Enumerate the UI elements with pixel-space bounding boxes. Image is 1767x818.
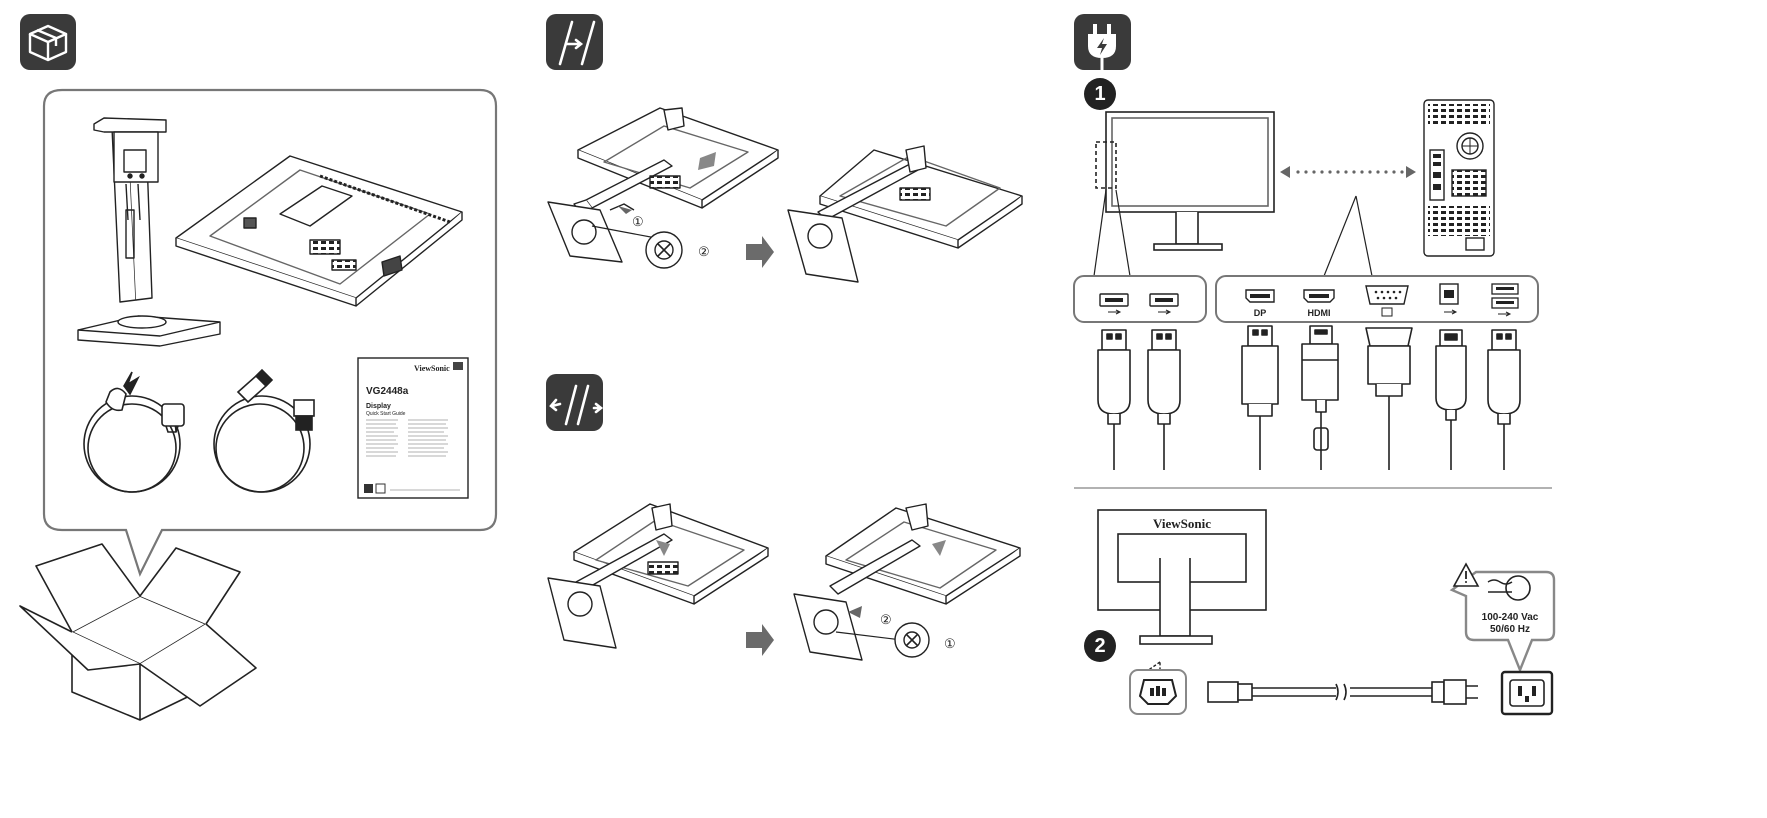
power-cord-illustration: [1207, 679, 1478, 705]
install-step-attached: [787, 145, 1023, 283]
install-step-attach: [547, 107, 779, 269]
remove-step-attached: [547, 503, 769, 649]
guide-brand: ViewSonic: [414, 364, 450, 373]
pc-tower-illustration: [1423, 99, 1495, 257]
arrow-right: [746, 236, 774, 268]
io-port-panel: [1215, 275, 1539, 323]
guide-model: VG2448a: [366, 386, 409, 397]
marker-step1: ①: [632, 214, 644, 229]
install-stand-icon-badge: [546, 14, 603, 70]
guide-subtitle: Quick Start Guide: [366, 411, 406, 417]
step-1-number: 1: [1094, 83, 1106, 105]
hdmi-label: HDMI: [1308, 308, 1331, 318]
power-plug-icon: [1088, 24, 1116, 70]
marker-step2: ②: [698, 244, 710, 259]
remove-stand-icon: [549, 384, 604, 426]
step-1-badge: [1084, 78, 1116, 110]
guide-title: Display: [366, 403, 391, 410]
box-icon: [28, 24, 68, 62]
usb-a-port-pair-icon: [1491, 283, 1519, 317]
step-2-number: 2: [1094, 635, 1106, 657]
usb-port-panel: [1073, 275, 1207, 323]
usb-b-port-icon: [1439, 283, 1459, 315]
monitor-rear-illustration: [1097, 509, 1267, 645]
remove-stand-icon-badge: [546, 374, 604, 431]
dp-port-icon: [1245, 289, 1275, 303]
hdmi-cable-illustration: [213, 368, 315, 493]
install-stand-icon: [558, 20, 596, 66]
vga-port-icon: [1365, 285, 1409, 317]
marker-step2-remove: ②: [880, 612, 892, 627]
wall-outlet-illustration: [1500, 670, 1554, 716]
frequency-label: 50/60 Hz: [1490, 624, 1530, 635]
cable-plugs: [1097, 325, 1521, 470]
connection-arrow: [1280, 166, 1416, 178]
open-box-illustration: [19, 543, 257, 721]
ac-inlet-callout: [1129, 660, 1187, 715]
monitor-back-illustration: [175, 155, 463, 307]
voltage-label: 100-240 Vac: [1482, 612, 1539, 623]
stand-illustration: [77, 117, 221, 347]
dp-label: DP: [1254, 308, 1267, 318]
unbox-icon-badge: [20, 14, 76, 70]
arrow-right-2: [746, 624, 774, 656]
marker-step1-remove: ①: [944, 636, 956, 651]
quick-start-guide-booklet: [357, 357, 469, 499]
hdmi-port-icon: [1303, 289, 1335, 303]
step-2-badge: [1084, 630, 1116, 662]
monitor-brand-label: ViewSonic: [1153, 516, 1211, 531]
power-rating-callout: [1449, 562, 1556, 674]
power-cable-illustration: [83, 371, 185, 493]
monitor-front-illustration: [1095, 111, 1275, 251]
power-icon-badge: [1074, 14, 1131, 70]
callout-lines: [1093, 189, 1373, 277]
remove-step-detach: [793, 503, 1021, 661]
